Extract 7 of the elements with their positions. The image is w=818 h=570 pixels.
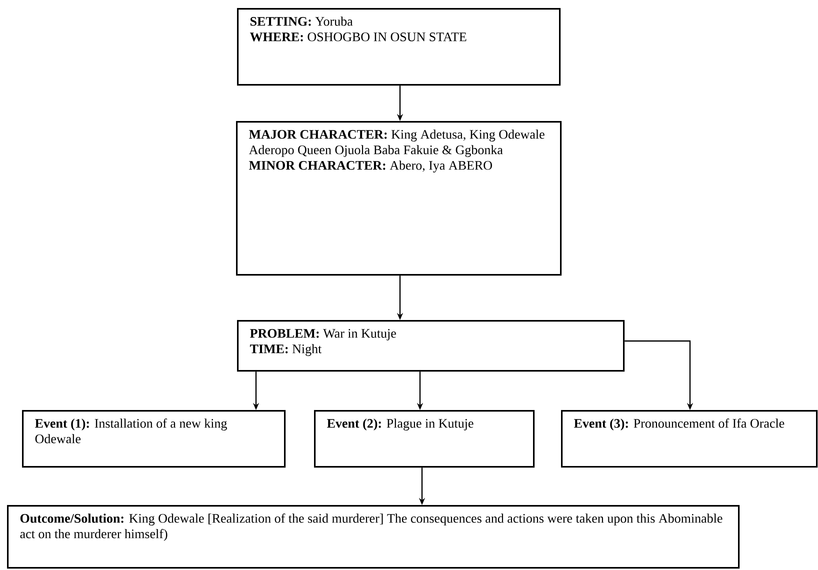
text-box: MAJOR CHARACTER: King Adetusa, King Odewale Aderopo Queen Ojuola Baba Fakuie & Ggbonka MINOR CHARACTER: Abero, Iya ABERO: [236, 121, 562, 276]
text-box: Event (2): Plague in Kutuje: [314, 410, 535, 468]
text-box: Event (3): Pronouncement of Ifa Oracle: [561, 410, 818, 468]
text-box: Event (1): Installation of a new king Odewale: [22, 410, 286, 468]
text-box: PROBLEM: War in Kutuje TIME: Night: [237, 320, 625, 372]
text-box: SETTING: Yoruba WHERE: OSHOGBO IN OSUN STATE: [237, 8, 561, 86]
text-box: Outcome/Solution: King Odewale [Realization of the said murderer] The consequences and actions were taken upon this Abominable act on the murderer himself): [7, 505, 740, 569]
